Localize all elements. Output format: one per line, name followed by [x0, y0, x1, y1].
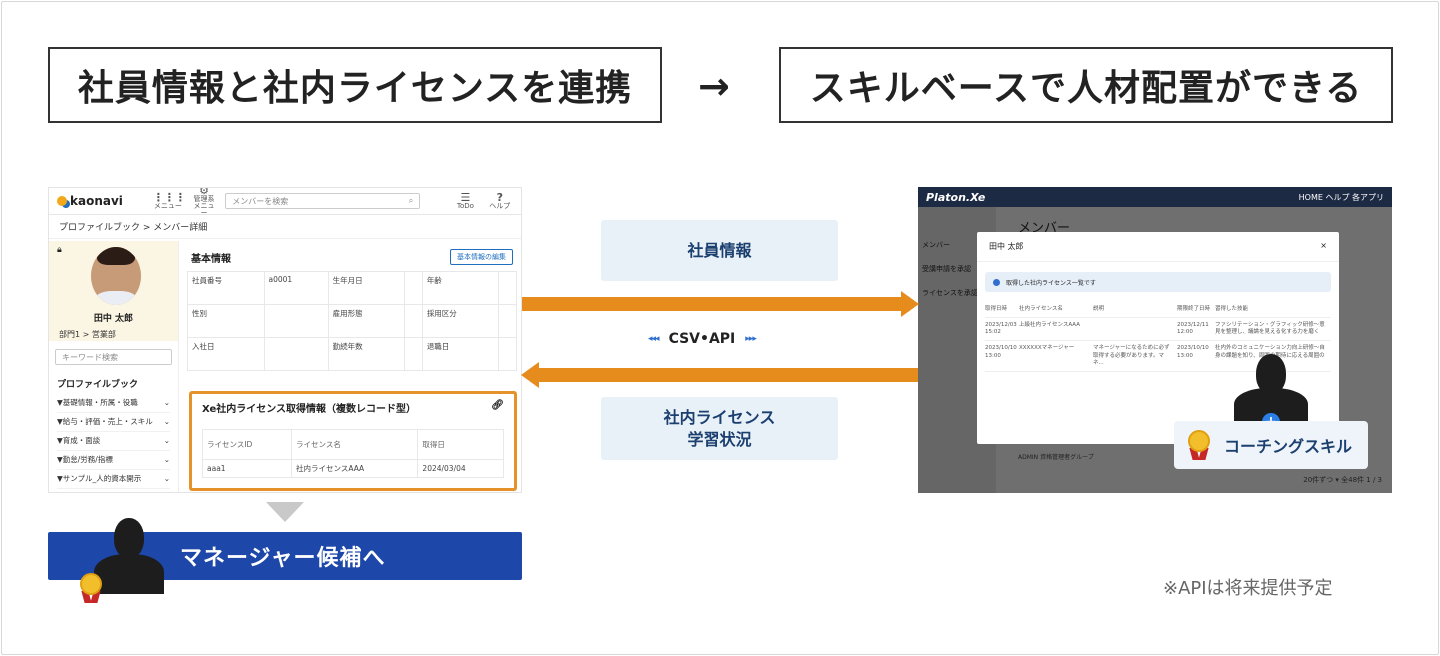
breadcrumb: プロファイルブック > メンバー詳細 [49, 215, 521, 239]
member-search-input[interactable]: メンバーを検索⌕ [225, 193, 421, 209]
admin-menu-button[interactable]: ⚙管理系メニュー [193, 187, 215, 217]
admin-row: ADMIN 資格管理者グループ [1018, 454, 1094, 461]
person-name: 田中 太郎 [93, 314, 134, 324]
platon-topbar: Platon.Xe HOME ヘルプ 各アプリ [918, 187, 1392, 207]
platon-logo: Platon.Xe [926, 190, 986, 204]
arrow-to-platon [522, 297, 902, 311]
info-icon [993, 278, 1000, 286]
table-row: 入社日勤続年数退職日 [187, 337, 517, 371]
sidebar-item-license-approval[interactable]: ライセンスを承認 [922, 289, 978, 297]
lock-icon: 🔒︎ [57, 245, 62, 255]
pager[interactable]: 20件ずつ ▾ 全48件 1 / 3 [1303, 476, 1382, 484]
kaonavi-topbar: kaonavi ⋮⋮⋮メニュー ⚙管理系メニュー メンバーを検索⌕ ☰ToDo … [49, 187, 521, 217]
arrow-head-right [901, 291, 919, 317]
info-banner: 取得した社内ライセンス一覧です [985, 272, 1331, 292]
todo-button[interactable]: ☰ToDo [456, 191, 474, 210]
person-silhouette-icon [1234, 354, 1308, 424]
side-menu-item[interactable]: ▼給与・評価・売上・スキル⌄ [57, 413, 170, 432]
title-arrow: → [698, 64, 730, 108]
table-row: 性別雇用形態採用区分 [187, 304, 517, 338]
kaonavi-screenshot: kaonavi ⋮⋮⋮メニュー ⚙管理系メニュー メンバーを検索⌕ ☰ToDo … [48, 187, 522, 493]
search-icon: ⌕ [408, 196, 414, 205]
csv-api-label: ◂◂◂CSV•API▸▸▸ [648, 331, 757, 347]
side-menu-item[interactable]: ▼勤怠/労務/指標⌄ [57, 451, 170, 470]
link-icon: 🔗︎ [491, 400, 504, 411]
edit-basic-info-button[interactable]: 基本情報の編集 [450, 249, 513, 265]
coaching-skill-badge: コーチングスキル [1174, 421, 1368, 469]
side-menu-item[interactable]: ▼育成・面談⌄ [57, 432, 170, 451]
close-icon[interactable]: × [1320, 241, 1327, 250]
modal-title: 田中 太郎 [989, 242, 1024, 251]
license-title: Xe社内ライセンス取得情報（複数レコード型） [202, 404, 417, 415]
help-button[interactable]: ?ヘルプ [489, 191, 511, 210]
table-header-row: 取得日時社内ライセンス名説明期限終了日時習得した技能 [985, 302, 1331, 319]
sidebar-item-course-approval[interactable]: 受講申請を承認 [922, 265, 971, 273]
kaonavi-sidebar: 🔒︎ 田中 太郎 部門1 > 営業部 キーワード検索 プロファイルブック ▼基礎… [49, 241, 179, 492]
sidebar-item-member[interactable]: メンバー [922, 241, 950, 249]
license-status-label: 社内ライセンス学習状況 [601, 397, 838, 460]
medal-icon [80, 573, 102, 603]
employee-info-label: 社員情報 [601, 220, 838, 281]
arrow-head-left [521, 362, 539, 388]
medal-icon [1188, 430, 1210, 460]
down-triangle [266, 502, 304, 522]
side-menu-item[interactable]: ▼基礎情報・所属・役職⌄ [57, 394, 170, 413]
left-title: 社員情報と社内ライセンスを連携 [48, 47, 662, 123]
basic-info-title: 基本情報 [191, 253, 231, 265]
platon-nav[interactable]: HOME ヘルプ 各アプリ [1298, 192, 1384, 202]
side-menu-item[interactable]: ▼サンプル_人的資本開示⌄ [57, 470, 170, 489]
department: 部門1 > 営業部 [59, 330, 116, 339]
right-title: スキルベースで人材配置ができる [779, 47, 1393, 123]
kaonavi-logo: kaonavi [57, 194, 145, 208]
profile-book-heading: プロファイルブック [57, 380, 139, 390]
avatar [91, 247, 141, 305]
menu-button[interactable]: ⋮⋮⋮メニュー [152, 191, 186, 210]
side-menu: ▼基礎情報・所属・役職⌄ ▼給与・評価・売上・スキル⌄ ▼育成・面談⌄ ▼勤怠/… [49, 394, 178, 489]
arrow-to-kaonavi [538, 368, 918, 382]
api-note: ※APIは将来提供予定 [1163, 578, 1333, 599]
profile-card: 🔒︎ 田中 太郎 部門1 > 営業部 [49, 241, 178, 341]
person-silhouette-icon [94, 518, 164, 594]
keyword-search-input[interactable]: キーワード検索 [55, 349, 172, 365]
